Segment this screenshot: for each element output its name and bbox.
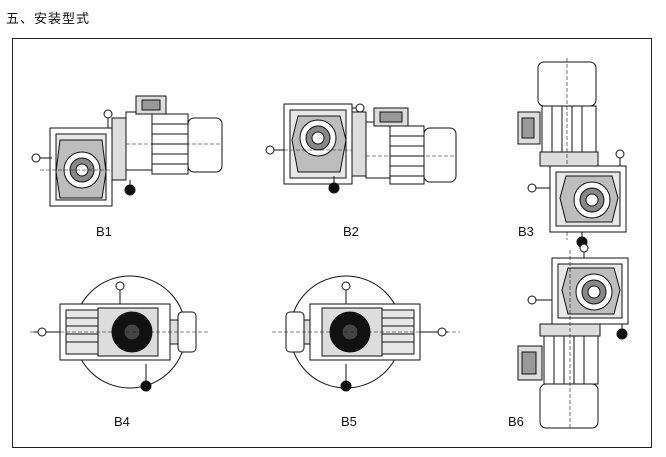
gearbox-b3: [517, 58, 627, 248]
section-title: 五、安装型式: [6, 12, 91, 27]
label-b4: B4: [114, 414, 130, 429]
gearbox-b5: [272, 275, 460, 392]
label-b3: B3: [518, 224, 534, 239]
gearbox-b2: [265, 103, 457, 194]
gearbox-b6: [517, 243, 629, 430]
label-b2: B2: [343, 224, 359, 239]
diagram-frame: [12, 38, 652, 448]
gearbox-b4: [30, 275, 210, 392]
label-b6: B6: [508, 414, 524, 429]
gearbox-b1: [31, 95, 223, 207]
label-b1: B1: [96, 224, 112, 239]
label-b5: B5: [341, 414, 357, 429]
